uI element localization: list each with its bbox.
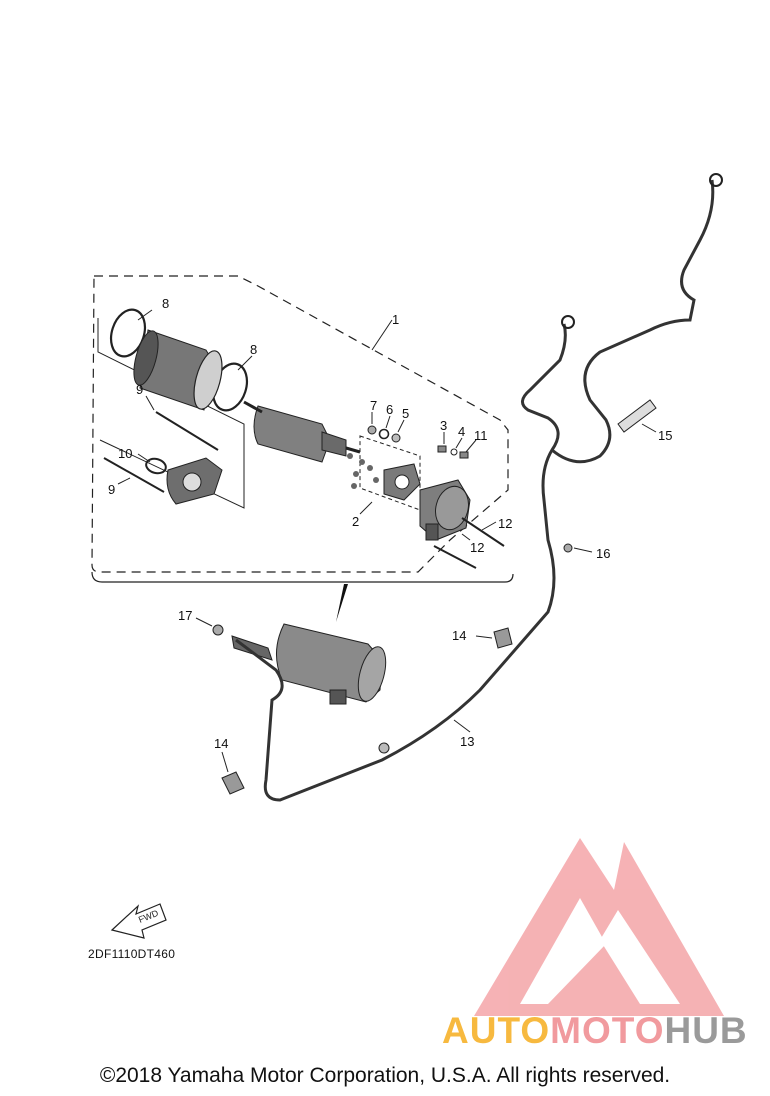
terminal-bolt	[437, 445, 447, 453]
starter-yoke	[133, 329, 223, 411]
callout-12-upper: 12	[498, 516, 512, 531]
through-bolt-upper	[155, 411, 219, 451]
callout-10: 10	[118, 446, 132, 461]
callout-17: 17	[178, 608, 192, 623]
callout-1: 1	[392, 312, 399, 327]
cable-terminal-ring	[561, 315, 575, 329]
brush-holder	[347, 453, 421, 501]
callout-4: 4	[458, 424, 465, 439]
callout-14-right: 14	[452, 628, 466, 643]
nut-17	[212, 624, 224, 636]
callout-15: 15	[658, 428, 672, 443]
watermark-logo-icon	[474, 838, 724, 1016]
callout-8-rear: 8	[250, 342, 257, 357]
clamp-14-left	[221, 771, 245, 795]
starter-cable-branch	[551, 179, 715, 464]
fwd-arrow-icon: FWD	[110, 903, 167, 939]
callout-12-lower: 12	[470, 540, 484, 555]
front-cover	[166, 457, 223, 505]
callout-8-front: 8	[162, 296, 169, 311]
starter-motor-assembled	[231, 623, 387, 705]
screw-12-lower	[433, 545, 477, 569]
nut-5	[391, 433, 401, 443]
exploded-view-frame	[91, 275, 509, 573]
armature	[243, 400, 361, 463]
callout-2: 2	[352, 514, 359, 529]
leader-lines	[117, 309, 657, 773]
callout-11: 11	[474, 428, 488, 443]
frame-bottom-curve	[91, 571, 514, 583]
callout-6: 6	[386, 402, 393, 417]
o-ring-small	[145, 457, 167, 475]
watermark-moto: MOTO	[550, 1010, 665, 1051]
callout-3: 3	[440, 418, 447, 433]
starter-cable	[235, 323, 567, 802]
callout-9-upper: 9	[136, 382, 143, 397]
terminal-nut	[459, 451, 469, 459]
callout-16: 16	[596, 546, 610, 561]
washer-7	[367, 425, 377, 435]
screw-12-upper	[461, 517, 505, 547]
through-bolt-lower	[103, 457, 165, 493]
copyright-notice: ©2018 Yamaha Motor Corporation, U.S.A. A…	[99, 1064, 671, 1087]
nut-16	[563, 543, 573, 553]
diagram-code: 2DF1110DT460	[88, 947, 176, 961]
watermark-hub: HUB	[664, 1010, 748, 1051]
subassembly-bracket-small	[359, 435, 421, 511]
callout-5: 5	[402, 406, 409, 421]
watermark-auto: AUTO	[442, 1010, 551, 1051]
callout-13: 13	[460, 734, 474, 749]
pointer-arrow	[336, 584, 348, 622]
clamp-14-right	[493, 627, 513, 649]
watermark-text: AUTOMOTOHUB	[442, 1010, 748, 1052]
protector-sleeve	[617, 399, 657, 433]
terminal-washer	[450, 448, 458, 456]
washer-6	[378, 428, 390, 440]
callout-7: 7	[370, 398, 377, 413]
cable-terminal-ring-top	[709, 173, 723, 187]
rear-cover	[419, 479, 471, 541]
cable-clip	[378, 742, 390, 754]
callout-9-lower: 9	[108, 482, 115, 497]
callout-14-left: 14	[214, 736, 228, 751]
